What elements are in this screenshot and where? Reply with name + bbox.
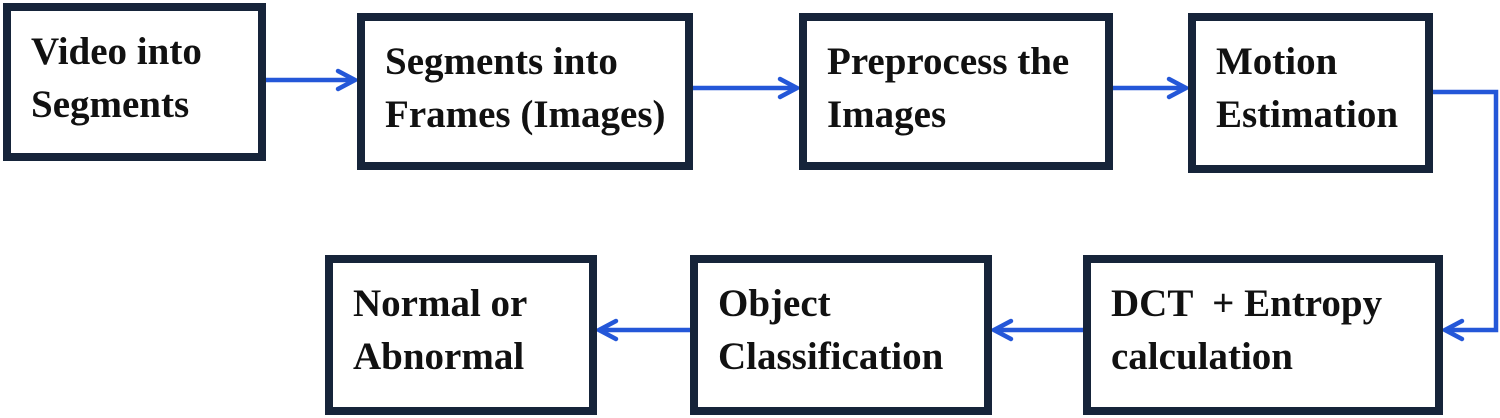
node-label-preprocess-images: Preprocess the Images xyxy=(827,40,1070,136)
arrow-video-to-frames xyxy=(263,68,360,92)
node-label-segments-into-frames: Segments into Frames (Images) xyxy=(385,40,666,136)
node-label-dct-entropy: DCT + Entropy calculation xyxy=(1111,282,1383,378)
node-normal-abnormal[interactable]: Normal or Abnormal xyxy=(325,255,597,415)
arrow-frames-to-preprocess xyxy=(690,76,802,100)
arrow-dct-to-object xyxy=(989,318,1086,342)
arrow-preprocess-to-motion xyxy=(1110,76,1191,100)
node-label-object-classification: Object Classification xyxy=(718,282,944,378)
node-video-into-segments[interactable]: Video into Segments xyxy=(3,3,266,161)
node-preprocess-images[interactable]: Preprocess the Images xyxy=(799,13,1113,170)
node-segments-into-frames[interactable]: Segments into Frames (Images) xyxy=(357,13,693,170)
node-label-normal-abnormal: Normal or Abnormal xyxy=(353,282,528,378)
node-label-video-into-segments: Video into Segments xyxy=(31,30,202,126)
arrow-object-to-normal xyxy=(594,318,693,342)
node-motion-estimation[interactable]: Motion Estimation xyxy=(1188,13,1433,173)
node-dct-entropy[interactable]: DCT + Entropy calculation xyxy=(1083,255,1443,415)
node-object-classification[interactable]: Object Classification xyxy=(690,255,992,415)
node-label-motion-estimation: Motion Estimation xyxy=(1216,40,1399,136)
